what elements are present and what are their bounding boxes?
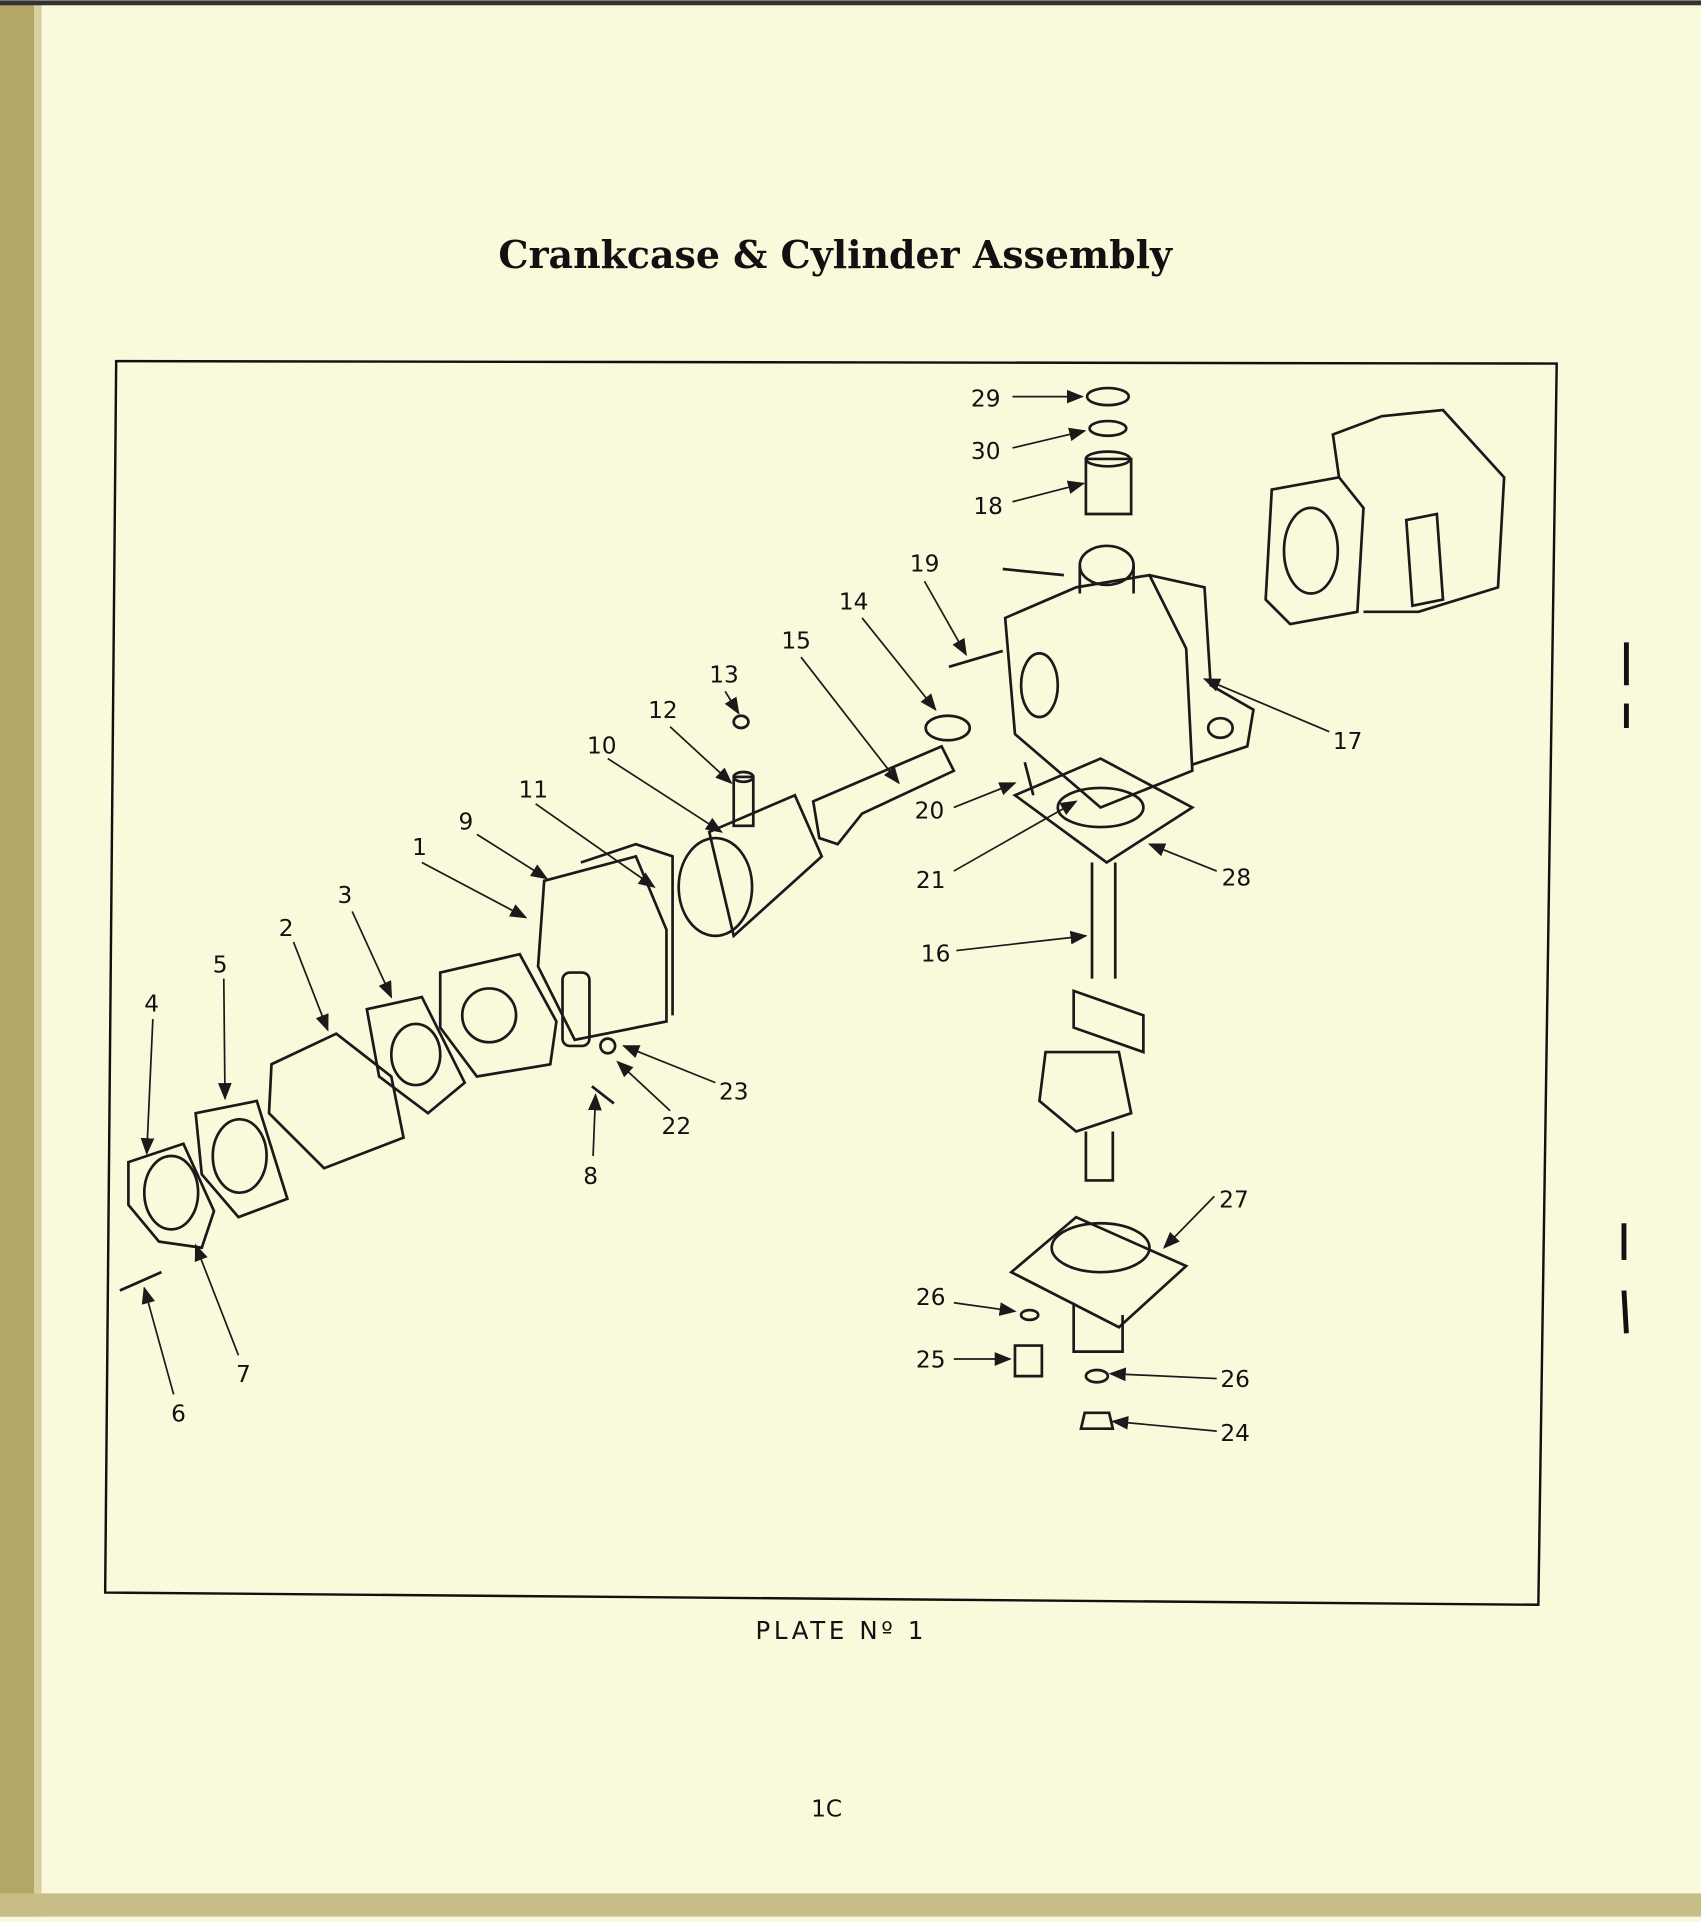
leader-lines: [140, 389, 1330, 1432]
crankshaft: [1038, 862, 1145, 1182]
parts-drawing: [119, 386, 1506, 1431]
callout-12: 12: [648, 697, 678, 724]
callout-16: 16: [921, 941, 951, 968]
callout-14: 14: [839, 588, 869, 615]
intake-manifold: [1264, 408, 1506, 626]
callout-3: 3: [338, 882, 353, 909]
page-title: Crankcase & Cylinder Assembly: [498, 232, 1173, 277]
callout-6: 6: [171, 1400, 186, 1427]
callout-26b: 26: [1220, 1366, 1250, 1393]
callout-25: 25: [916, 1347, 946, 1374]
cylinder: [438, 842, 674, 1078]
page-left-edge: [0, 0, 35, 1917]
callout-13: 13: [709, 662, 739, 689]
callout-30: 30: [971, 438, 1001, 465]
callout-18: 18: [973, 493, 1003, 520]
callout-7: 7: [236, 1361, 251, 1388]
callout-23: 23: [719, 1079, 749, 1106]
callout-11: 11: [518, 777, 548, 804]
callout-1: 1: [412, 834, 427, 861]
callout-17: 17: [1333, 728, 1363, 755]
callout-19: 19: [910, 550, 940, 577]
callout-2: 2: [279, 915, 294, 942]
callout-4: 4: [144, 991, 159, 1018]
callout-10: 10: [587, 733, 617, 760]
callout-5: 5: [213, 952, 228, 979]
callout-26: 26: [916, 1284, 946, 1311]
crankcase: [1002, 544, 1255, 810]
callout-21: 21: [916, 867, 946, 894]
callout-8: 8: [583, 1163, 598, 1190]
callout-22: 22: [662, 1113, 692, 1140]
binding-marks: [1621, 642, 1629, 1334]
callout-27: 27: [1219, 1186, 1249, 1213]
callout-29: 29: [971, 385, 1001, 412]
callout-28: 28: [1222, 865, 1252, 892]
page-number: 1C: [811, 1795, 842, 1822]
callout-24: 24: [1220, 1420, 1250, 1447]
page-bottom-edge: [0, 1893, 1701, 1917]
callout-15: 15: [781, 628, 811, 655]
callout-labels: 29 30 18 19 14 15 13 12 10 11 9 1 3 2 5 …: [144, 385, 1362, 1447]
plate-label: PLATE Nº 1: [755, 1616, 927, 1645]
diagram-frame: [103, 359, 1558, 1607]
callout-20: 20: [915, 797, 945, 824]
callout-9: 9: [459, 808, 474, 835]
